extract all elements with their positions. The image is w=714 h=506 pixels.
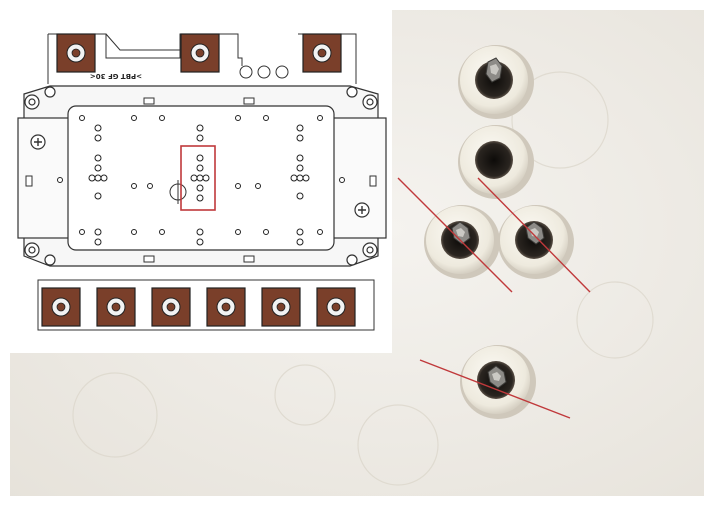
terminal — [180, 33, 220, 73]
terminal — [302, 33, 342, 73]
module-label: >PBT GF 30< — [90, 72, 142, 80]
pin-boss — [460, 345, 536, 419]
top-terminals — [56, 33, 342, 73]
pin-array — [57, 115, 345, 246]
top-outline — [47, 33, 357, 84]
side-screws — [30, 134, 370, 218]
terminal — [96, 287, 136, 327]
terminal — [316, 287, 356, 327]
bottom-terminals — [37, 279, 375, 331]
terminal — [41, 287, 81, 327]
terminal — [261, 287, 301, 327]
cut-line — [397, 177, 591, 419]
module-diagram: >PBT GF 30< — [10, 10, 392, 353]
pin-boss — [498, 205, 574, 279]
empty-boss — [458, 125, 534, 199]
mounting-holes — [24, 86, 378, 266]
reference-mark — [169, 180, 187, 204]
mold-marks — [72, 71, 654, 486]
pin-boss — [458, 45, 534, 119]
marker-circles — [239, 65, 289, 79]
terminal — [56, 33, 96, 73]
highlight-box — [180, 145, 216, 211]
terminal — [206, 287, 246, 327]
terminal — [151, 287, 191, 327]
edge-pins — [25, 97, 377, 263]
